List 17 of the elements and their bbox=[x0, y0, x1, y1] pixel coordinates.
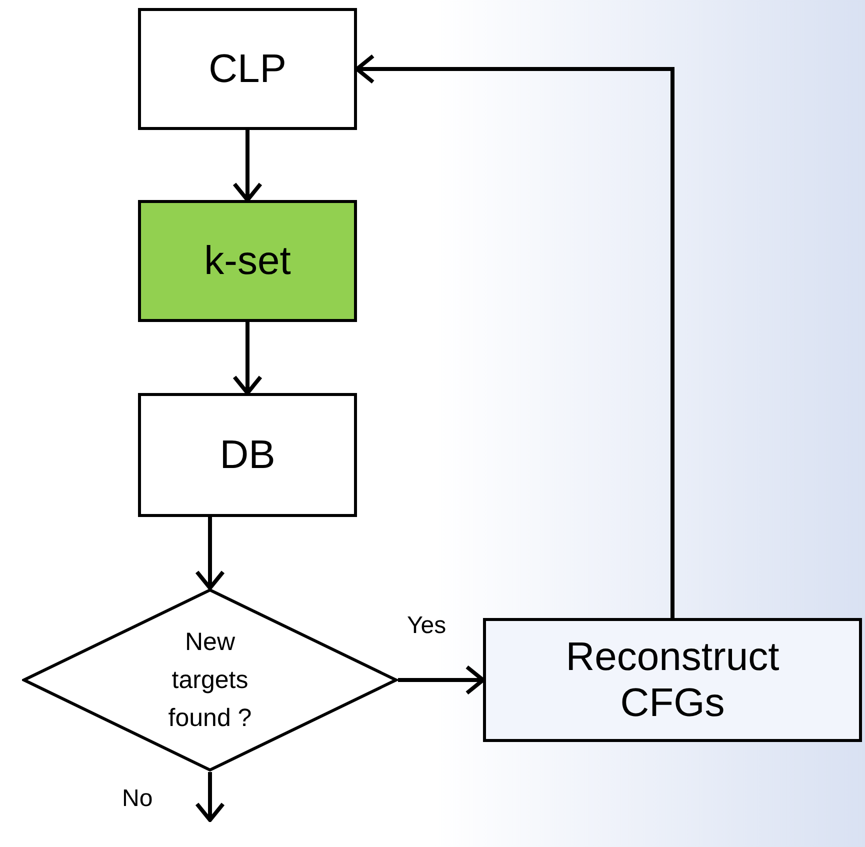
arrow bbox=[195, 517, 225, 590]
process-box bbox=[138, 393, 357, 517]
box-label: CLP bbox=[208, 46, 288, 92]
process-box bbox=[138, 8, 357, 130]
box-label: Reconstruct CFGs bbox=[564, 634, 780, 726]
arrow bbox=[195, 772, 225, 822]
edge-label: Yes bbox=[407, 612, 446, 640]
arrow bbox=[398, 665, 485, 695]
box-label: k-set bbox=[203, 238, 292, 284]
process-box bbox=[483, 618, 862, 742]
arrow bbox=[355, 54, 674, 618]
edge-label: No bbox=[122, 785, 153, 813]
box-label: DB bbox=[218, 432, 276, 478]
process-box bbox=[138, 200, 357, 322]
decision-text: New targets found ? bbox=[167, 627, 253, 734]
arrow bbox=[232, 130, 262, 202]
arrow bbox=[232, 322, 262, 395]
